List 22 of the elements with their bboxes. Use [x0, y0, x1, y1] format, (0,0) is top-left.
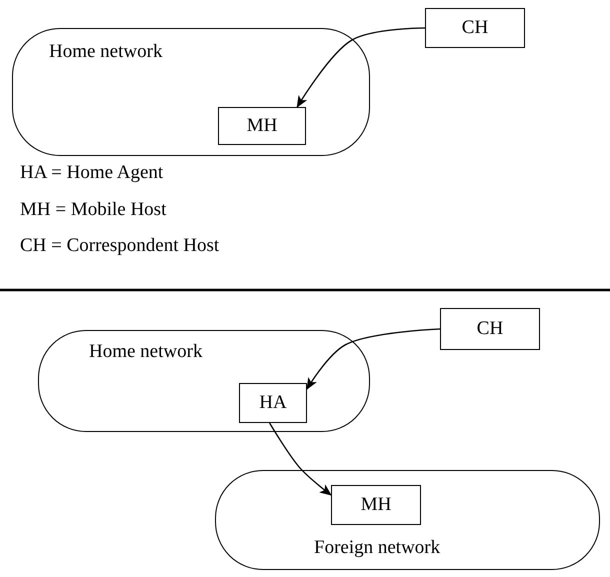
host-box — [425, 8, 525, 48]
host-box — [440, 308, 540, 350]
host-label: MH — [246, 115, 278, 137]
network-pill — [215, 470, 600, 570]
network-pill — [38, 330, 370, 432]
legend-note: MH = Mobile Host — [20, 199, 166, 221]
host-label: HA — [258, 392, 288, 414]
legend-note: CH = Correspondent Host — [20, 235, 220, 257]
host-label: CH — [476, 318, 504, 340]
network-pill — [12, 28, 370, 156]
network-label: Home network — [89, 341, 202, 363]
arrow — [269, 422, 332, 496]
agent-box — [239, 383, 307, 423]
network-label: Foreign network — [314, 537, 440, 559]
arrow — [306, 328, 440, 390]
host-label: MH — [360, 494, 392, 516]
host-box — [331, 485, 421, 525]
arrow — [296, 27, 425, 108]
network-label: Home network — [49, 41, 162, 63]
host-label: CH — [460, 17, 490, 39]
legend-note: HA = Home Agent — [20, 162, 164, 184]
host-box — [218, 107, 306, 145]
